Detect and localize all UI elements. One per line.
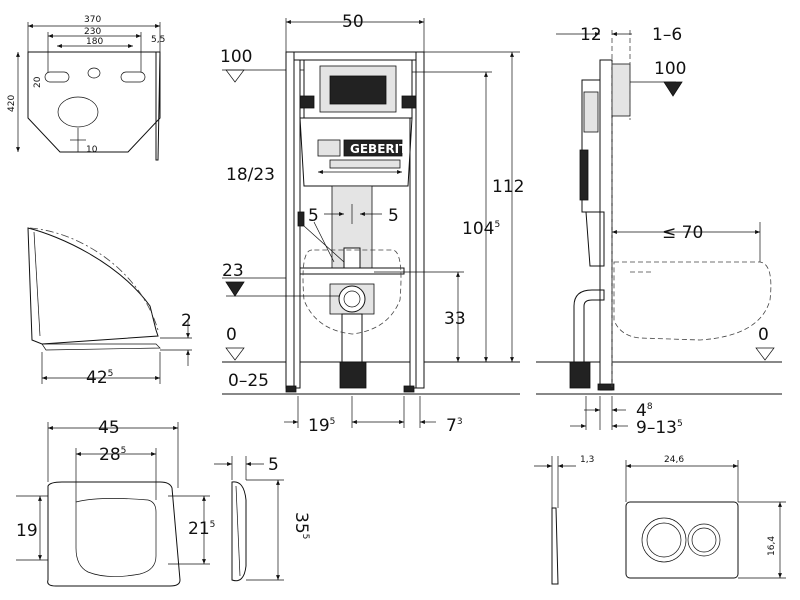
side-level-top-label: 100 [654, 59, 686, 79]
side-view: 100 0 12 1–6 ≤ 70 48 9–135 [536, 25, 782, 438]
front-height-104-label: 1045 [462, 219, 500, 239]
front-level-top-label: 100 [220, 47, 252, 67]
side-range-9-13-label: 9–135 [636, 418, 683, 438]
seat-top-height-21-label: 215 [188, 519, 215, 539]
pad-width-label: 370 [84, 15, 101, 25]
front-floor-range-label: 0–25 [228, 371, 269, 391]
side-range-1-6-label: 1–6 [652, 25, 682, 45]
pad-hole-offset-label: 20 [33, 76, 43, 88]
plate-height-label: 16,4 [767, 536, 777, 556]
pad-hole-spacing-label: 180 [86, 37, 103, 47]
front-level-0-label: 0 [226, 325, 237, 345]
pad-height-label: 420 [7, 95, 17, 112]
seat-top-width-label: 45 [98, 418, 120, 438]
seat-top-view: 45 285 19 215 [16, 418, 215, 587]
brand-logo-text: GEBERIT [350, 142, 408, 156]
seat-depth-label: 425 [86, 368, 113, 388]
side-projection-label: ≤ 70 [662, 223, 703, 243]
seat-top-height-19-label: 19 [16, 521, 38, 541]
front-offset-left-label: 5 [308, 206, 319, 226]
plate-depth-label: 1,3 [580, 455, 594, 465]
lid-thickness-label: 5 [268, 455, 279, 475]
front-outlet-height-label: 33 [444, 309, 466, 329]
pad-inner-width-label: 230 [84, 27, 101, 37]
lid-side-view: 5 355 [214, 455, 311, 582]
front-total-height-label: 112 [492, 177, 524, 197]
front-offset-right-label: 5 [388, 206, 399, 226]
flush-plate-view: 1,3 24,6 16,4 [534, 455, 786, 585]
front-foot-offset-label: 73 [446, 416, 463, 436]
seat-side-view: 2 425 [27, 227, 192, 388]
seat-height-label: 2 [181, 311, 192, 331]
side-level-0-label: 0 [758, 325, 769, 345]
lid-length-label: 355 [291, 512, 311, 539]
front-foot-spacing-label: 195 [308, 416, 335, 436]
front-level-23-label: 23 [222, 261, 244, 281]
pad-thickness-label: 5,5 [151, 35, 165, 45]
plate-width-label: 24,6 [664, 455, 684, 465]
seat-top-inner-width-label: 285 [99, 445, 126, 465]
front-width-label: 50 [342, 12, 364, 32]
front-view: GEBERIT 50 112 1045 33 18 [220, 12, 524, 436]
sound-insulation-pad-view: 370 230 180 420 20 10 5,5 [7, 15, 165, 161]
pad-drain-label: 10 [86, 145, 98, 155]
side-dim-4-label: 48 [636, 401, 653, 421]
side-depth-12-label: 12 [580, 25, 602, 45]
front-bracket-spacing-label: 18/23 [226, 165, 275, 185]
